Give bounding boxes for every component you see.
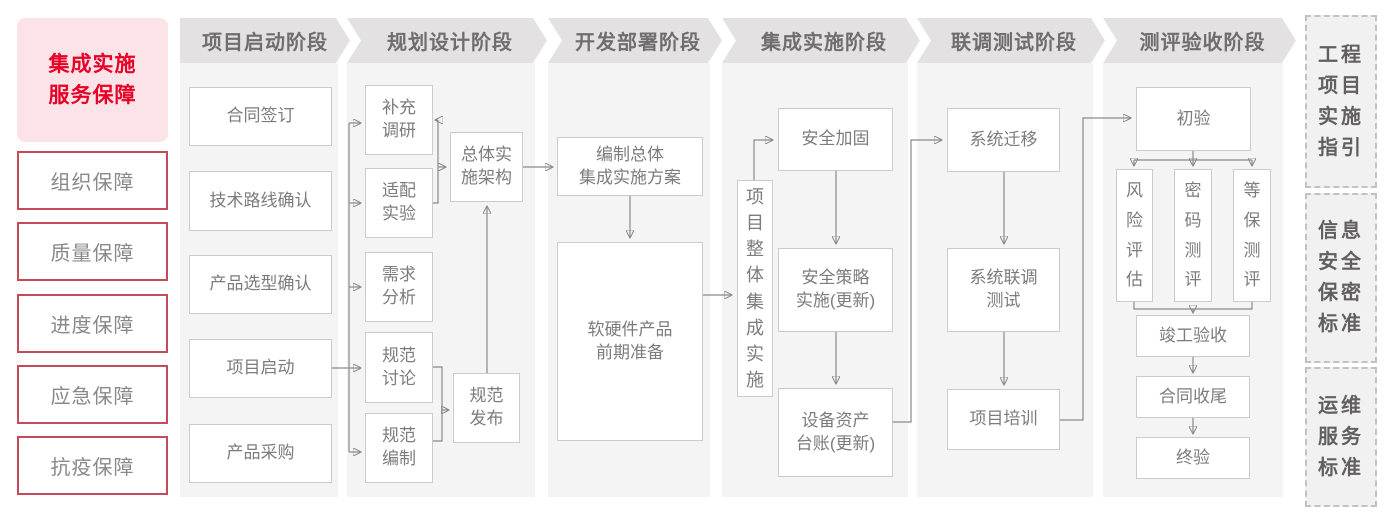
node-project-kickoff: 项目启动 <box>189 339 332 398</box>
node-tech-route-confirm: 技术路线确认 <box>189 171 332 231</box>
phase-header-evaluation-acceptance: 测评验收阶段 <box>1103 18 1296 63</box>
node-security-policy: 安全策略 实施(更新) <box>778 248 893 332</box>
node-classified-protection-evaluation: 等 保 测 评 <box>1233 169 1271 302</box>
node-adaptation-test: 适配 实验 <box>365 168 433 238</box>
node-completion-acceptance: 竣工验收 <box>1136 315 1250 357</box>
phase-header-dev-deployment: 开发部署阶段 <box>548 18 722 63</box>
standards-box-infosec: 信息 安全 保密 标准 <box>1305 193 1377 363</box>
node-project-training: 项目培训 <box>947 389 1060 450</box>
node-initial-acceptance: 初验 <box>1136 87 1251 151</box>
node-joint-testing: 系统联调 测试 <box>947 248 1060 332</box>
standards-box-ops: 运维 服务 标准 <box>1305 367 1377 507</box>
phase-header-joint-testing: 联调测试阶段 <box>917 18 1105 63</box>
node-requirement-analysis: 需求 分析 <box>365 252 433 322</box>
node-system-migration: 系统迁移 <box>947 108 1060 172</box>
sidebar-item-quality: 质量保障 <box>17 222 168 281</box>
phase-header-planning-design: 规划设计阶段 <box>347 18 547 63</box>
node-supplementary-research: 补充 调研 <box>365 85 433 155</box>
standards-box-engineering-guide: 工程 项目 实施 指引 <box>1305 15 1377 188</box>
node-contract-closure: 合同收尾 <box>1136 376 1250 418</box>
node-final-acceptance: 终验 <box>1136 437 1250 479</box>
node-product-selection-confirm: 产品选型确认 <box>189 255 332 314</box>
node-risk-assessment: 风 险 评 估 <box>1116 169 1153 302</box>
sidebar-item-emergency: 应急保障 <box>17 365 168 424</box>
phase-header-project-kickoff: 项目启动阶段 <box>180 18 350 63</box>
node-security-hardening: 安全加固 <box>778 108 893 171</box>
node-overall-implementation-architecture: 总体实 施架构 <box>450 132 523 202</box>
sidebar-title: 集成实施 服务保障 <box>17 18 168 142</box>
node-product-procurement: 产品采购 <box>189 424 332 483</box>
node-spec-discussion: 规范 讨论 <box>365 332 433 403</box>
node-overall-integration-plan: 编制总体 集成实施方案 <box>557 137 703 196</box>
node-contract-signing: 合同签订 <box>189 87 332 146</box>
node-asset-ledger: 设备资产 台账(更新) <box>778 388 893 477</box>
sidebar-item-schedule: 进度保障 <box>17 294 168 353</box>
sidebar-item-epidemic: 抗疫保障 <box>17 436 168 495</box>
node-overall-project-integration: 项 目 整 体 集 成 实 施 <box>737 180 773 397</box>
node-crypto-evaluation: 密 码 测 评 <box>1174 169 1212 302</box>
node-spec-release: 规范 发布 <box>453 373 520 443</box>
sidebar-item-organization: 组织保障 <box>17 151 168 210</box>
node-hw-sw-preparation: 软硬件产品 前期准备 <box>557 242 703 441</box>
phase-header-integration-implementation: 集成实施阶段 <box>722 18 920 63</box>
node-spec-drafting: 规范 编制 <box>365 413 433 483</box>
